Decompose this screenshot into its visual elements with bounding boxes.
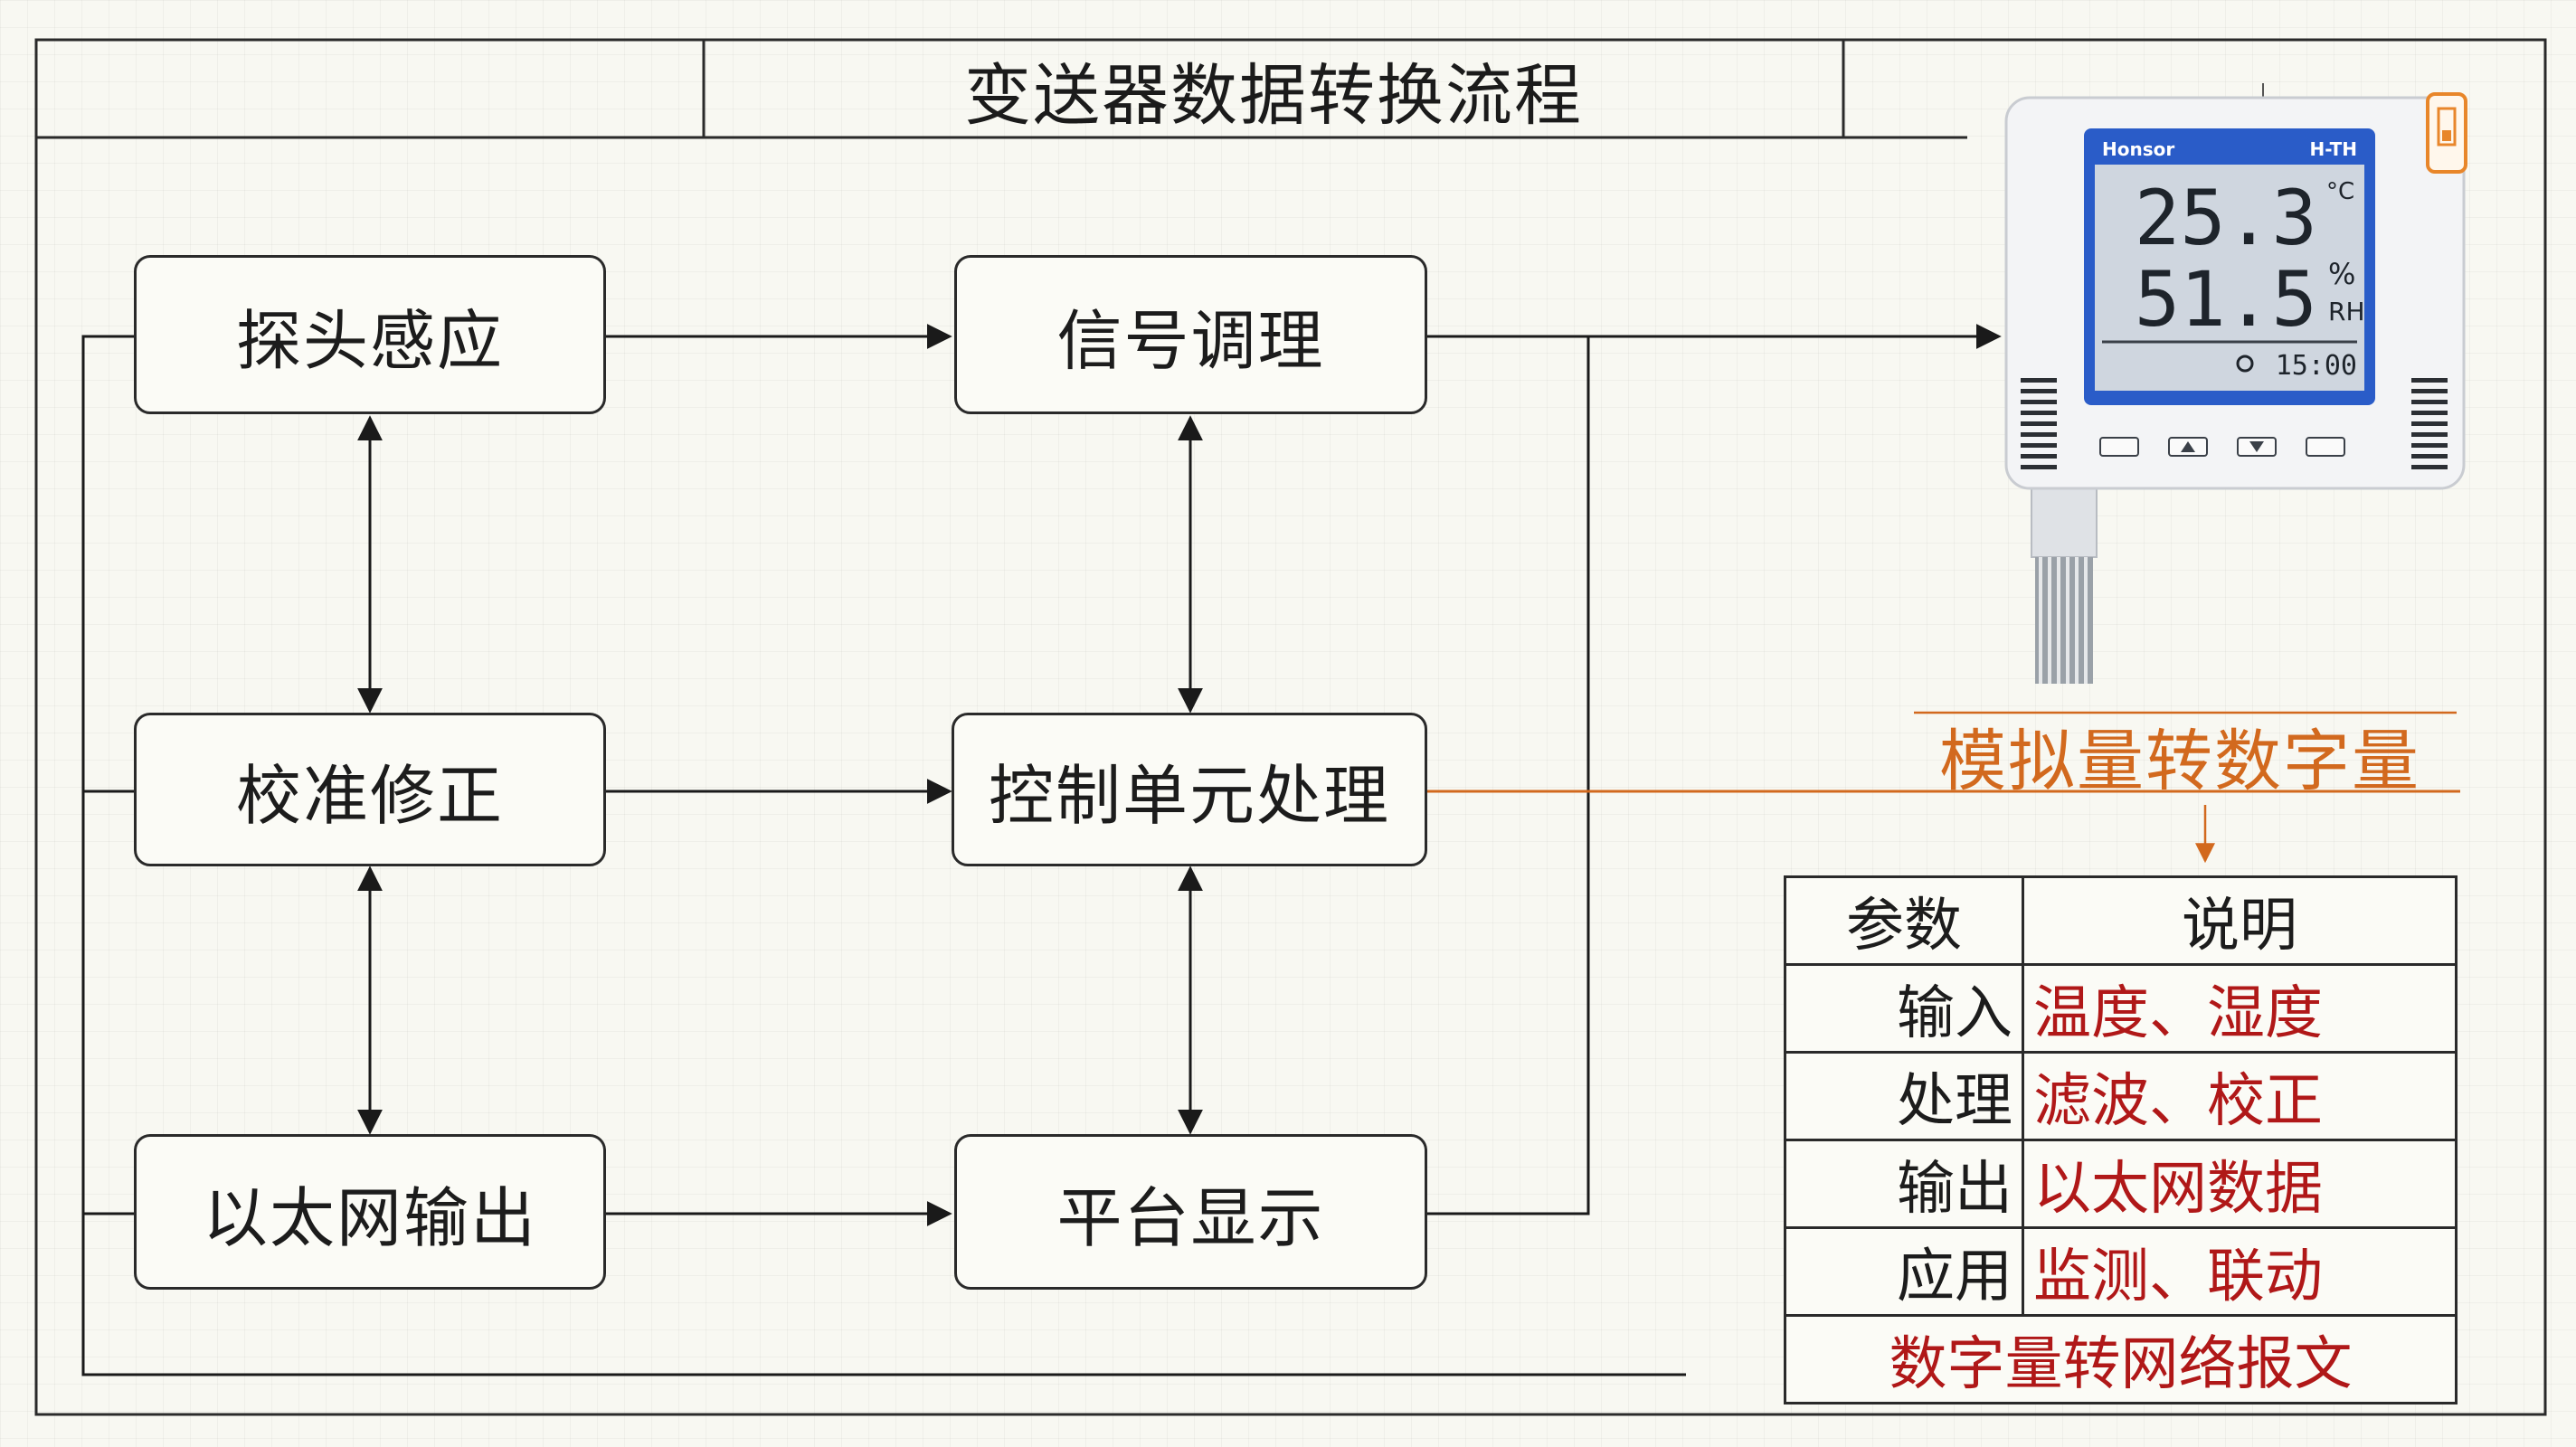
down-arrow-icon [2249,441,2264,452]
device-brand: Honsor [2102,138,2174,160]
humidity-unit-sub: RH [2328,297,2365,326]
time-reading: 15:00 [2276,350,2357,382]
desc-cell: 温度、湿度 [2022,963,2458,1054]
table-row: 输出 以太网数据 [1784,1139,2458,1229]
node-control-unit: 控制单元处理 [952,713,1427,866]
param-cell: 应用 [1784,1226,2024,1317]
up-arrow-icon [2181,441,2195,452]
table-row: 输入 温度、湿度 [1784,963,2458,1054]
conversion-label: 模拟量转数字量 [1939,722,2420,800]
table-footer-row: 数字量转网络报文 [1784,1314,2458,1404]
desc-cell: 监测、联动 [2022,1226,2458,1317]
param-cell: 处理 [1784,1051,2024,1141]
temperature-unit: °C [2326,178,2354,205]
table-row: 应用 监测、联动 [1784,1226,2458,1317]
humidity-unit: % [2328,257,2355,291]
node-probe: 探头感应 [134,255,606,414]
node-calibration: 校准修正 [134,713,606,866]
header-param: 参数 [1784,875,2024,966]
desc-cell: 以太网数据 [2022,1139,2458,1229]
right-vent [2411,378,2448,469]
node-ethernet-output: 以太网输出 [134,1134,606,1290]
parameter-table: 参数 说明 输入 温度、湿度 处理 滤波、校正 输出 以太网数据 应用 监测、联… [1784,875,2458,1404]
device-lcd [2095,165,2364,391]
table-footer: 数字量转网络报文 [1784,1314,2458,1404]
clock-icon [2236,355,2254,373]
outer-frame [34,38,2547,1416]
table-row: 处理 滤波、校正 [1784,1051,2458,1141]
temperature-reading: 25.3 [2135,174,2317,262]
platform-return-line [1427,336,1590,1215]
param-cell: 输出 [1784,1139,2024,1229]
desc-cell: 滤波、校正 [2022,1051,2458,1141]
node-platform-display: 平台显示 [954,1134,1427,1290]
left-vent [2021,378,2057,469]
device-button-set [2099,437,2139,457]
left-loop-line [81,335,1686,1376]
page-title: 变送器数据转换流程 [964,56,1583,135]
probe-grille [2035,557,2093,684]
probe-stem [2031,486,2098,558]
humidity-reading: 51.5 [2135,255,2317,344]
header-desc: 说明 [2022,875,2458,966]
transmitter-device: Honsor H-TH 25.3 °C 51.5 % RH 15:00 [2004,92,2467,684]
table-header-row: 参数 说明 [1784,875,2458,966]
param-cell: 输入 [1784,963,2024,1054]
device-button-menu [2306,437,2345,457]
device-model: H-TH [2310,138,2357,160]
node-signal-conditioning: 信号调理 [954,255,1427,414]
